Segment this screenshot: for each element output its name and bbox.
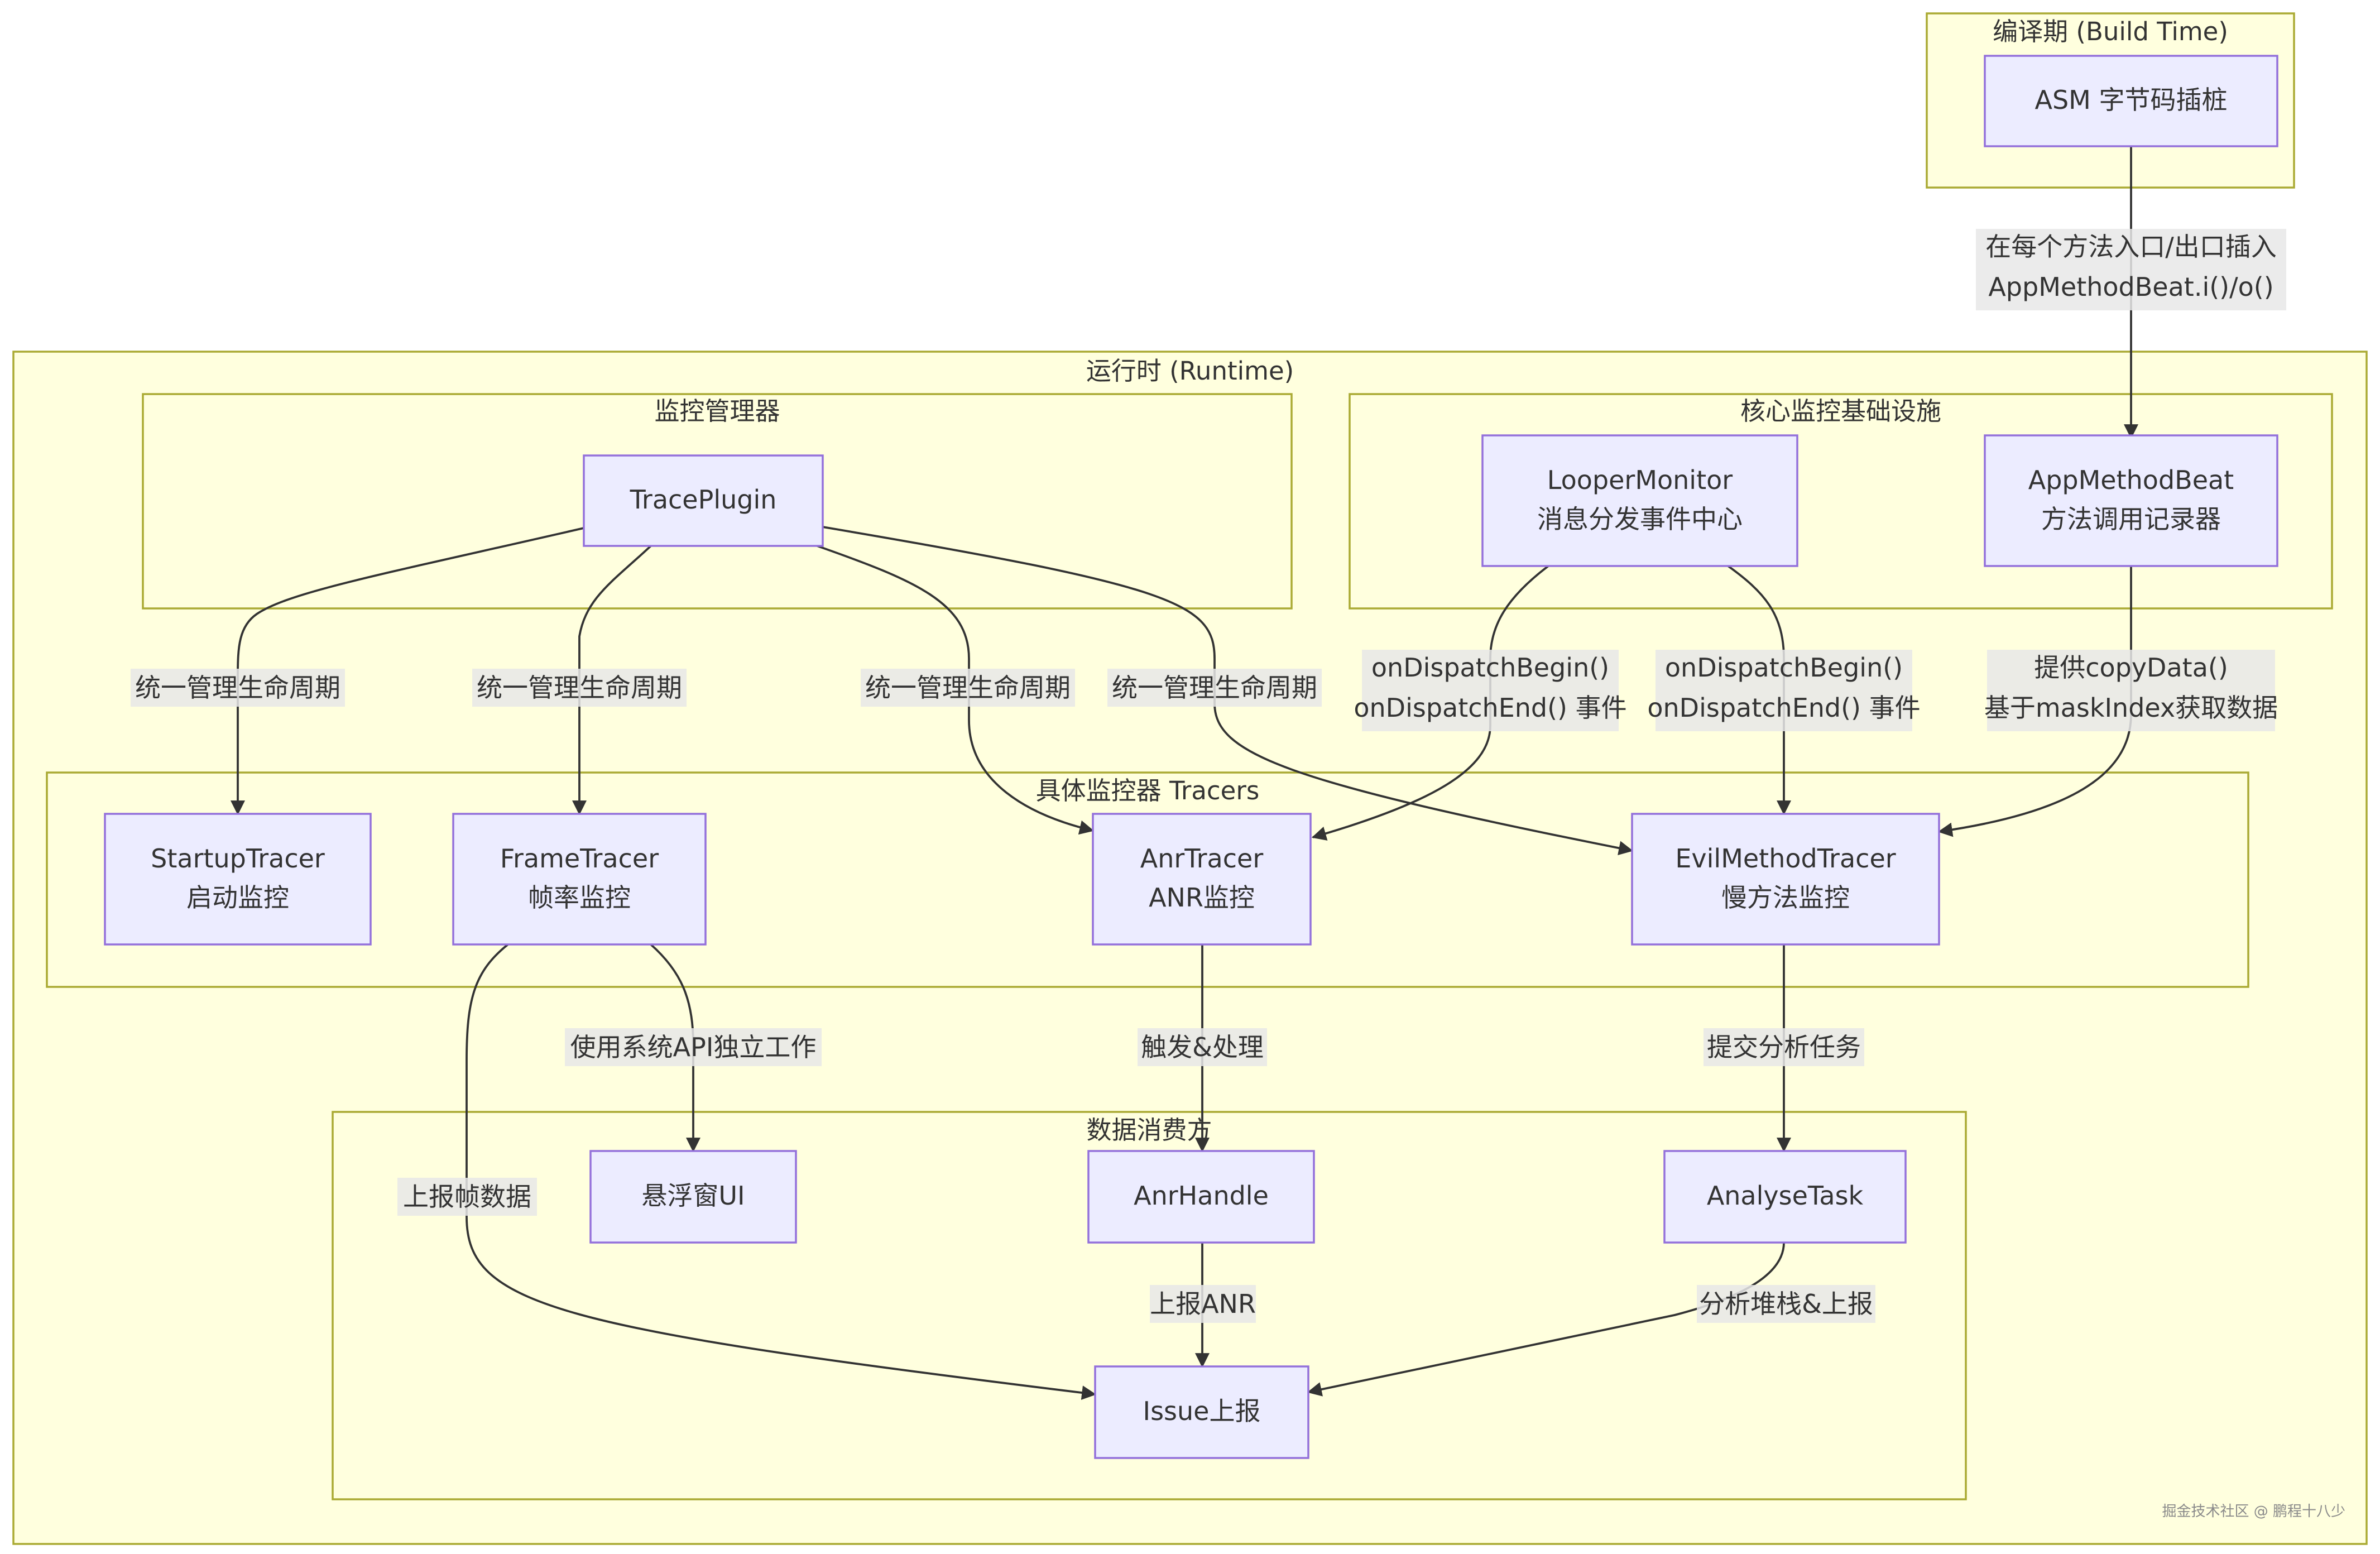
cluster-runtime-title: 运行时 (Runtime) xyxy=(1086,356,1294,386)
edge-label-anrhandle-to-issue: 上报ANR xyxy=(1150,1285,1256,1323)
node-evilmethodtracer[interactable]: EvilMethodTracer 慢方法监控 xyxy=(1631,813,1940,946)
svg-text:方法调用记录器: 方法调用记录器 xyxy=(2041,504,2221,534)
svg-text:统一管理生命周期: 统一管理生命周期 xyxy=(477,673,682,703)
node-issue-report[interactable]: Issue上报 xyxy=(1094,1365,1309,1459)
svg-text:ASM 字节码插桩: ASM 字节码插桩 xyxy=(2035,85,2228,115)
edge-traceplugin-to-startuptracer xyxy=(231,527,584,816)
svg-text:分析堆栈&上报: 分析堆栈&上报 xyxy=(1699,1289,1873,1319)
edge-label-traceplugin-to-frametracer: 统一管理生命周期 xyxy=(472,669,687,707)
svg-text:AnrHandle: AnrHandle xyxy=(1134,1181,1269,1211)
svg-text:AppMethodBeat: AppMethodBeat xyxy=(2028,465,2234,495)
svg-text:StartupTracer: StartupTracer xyxy=(151,843,325,874)
svg-text:Issue上报: Issue上报 xyxy=(1143,1396,1261,1426)
edge-label-asm-to-appmethodbeat: 在每个方法入口/出口插入 AppMethodBeat.i()/o() xyxy=(1976,229,2286,310)
edge-label-traceplugin-to-startuptracer: 统一管理生命周期 xyxy=(131,669,345,707)
node-frametracer[interactable]: FrameTracer 帧率监控 xyxy=(452,813,707,946)
cluster-build-time-title: 编译期 (Build Time) xyxy=(1993,17,2228,46)
svg-text:启动监控: 启动监控 xyxy=(186,882,289,913)
edge-label-analysetask-to-issue: 分析堆栈&上报 xyxy=(1697,1285,1875,1323)
svg-text:提供copyData(): 提供copyData() xyxy=(2034,653,2228,683)
edge-label-frametracer-to-issue: 上报帧数据 xyxy=(397,1178,537,1216)
node-floating-window-ui[interactable]: 悬浮窗UI xyxy=(589,1150,797,1244)
cluster-consumers-title: 数据消费方 xyxy=(1086,1115,1212,1145)
svg-text:上报ANR: 上报ANR xyxy=(1150,1289,1256,1319)
node-loopermonitor[interactable]: LooperMonitor 消息分发事件中心 xyxy=(1481,434,1798,567)
node-startuptracer[interactable]: StartupTracer 启动监控 xyxy=(104,813,372,946)
svg-text:onDispatchEnd() 事件: onDispatchEnd() 事件 xyxy=(1354,693,1626,723)
svg-text:悬浮窗UI: 悬浮窗UI xyxy=(641,1181,745,1211)
node-anrhandle[interactable]: AnrHandle xyxy=(1087,1150,1315,1244)
svg-text:慢方法监控: 慢方法监控 xyxy=(1721,882,1850,913)
svg-text:ANR监控: ANR监控 xyxy=(1149,882,1255,913)
edge-traceplugin-to-frametracer xyxy=(572,545,652,816)
nodes: ASM 字节码插桩 TracePlugin LooperMonitor 消息分发… xyxy=(104,55,2278,1459)
node-asm-bytecode-instrumentation[interactable]: ASM 字节码插桩 xyxy=(1984,55,2278,147)
svg-text:AppMethodBeat.i()/o(): AppMethodBeat.i()/o() xyxy=(1988,272,2273,302)
svg-text:EvilMethodTracer: EvilMethodTracer xyxy=(1675,843,1896,874)
svg-text:在每个方法入口/出口插入: 在每个方法入口/出口插入 xyxy=(1985,232,2277,262)
cluster-core-title: 核心监控基础设施 xyxy=(1740,396,1941,426)
svg-text:触发&处理: 触发&处理 xyxy=(1141,1032,1264,1062)
svg-text:onDispatchBegin(): onDispatchBegin() xyxy=(1371,653,1609,683)
svg-text:统一管理生命周期: 统一管理生命周期 xyxy=(135,673,340,703)
edge-label-traceplugin-to-anrtracer: 统一管理生命周期 xyxy=(861,669,1075,707)
svg-text:消息分发事件中心: 消息分发事件中心 xyxy=(1537,504,1743,534)
node-traceplugin[interactable]: TracePlugin xyxy=(583,454,824,547)
edge-traceplugin-to-anrtracer xyxy=(817,545,1095,835)
edge-label-frametracer-to-floatui: 使用系统API独立工作 xyxy=(565,1028,822,1066)
edge-label-traceplugin-to-evilmethodtracer: 统一管理生命周期 xyxy=(1107,669,1322,707)
edge-label-loopermonitor-to-evilmethodtracer: onDispatchBegin() onDispatchEnd() 事件 xyxy=(1647,650,1921,731)
edge-label-appmethodbeat-to-evilmethodtracer: 提供copyData() 基于maskIndex获取数据 xyxy=(1984,650,2278,731)
edge-analysetask-to-issue xyxy=(1307,1242,1785,1397)
svg-text:LooperMonitor: LooperMonitor xyxy=(1547,465,1733,495)
svg-text:FrameTracer: FrameTracer xyxy=(500,843,659,874)
svg-text:AnalyseTask: AnalyseTask xyxy=(1707,1181,1864,1211)
watermark: 掘金技术社区 @ 鹏程十八少 xyxy=(2162,1503,2345,1520)
edge-appmethodbeat-to-evilmethodtracer xyxy=(1937,566,2132,837)
node-anrtracer[interactable]: AnrTracer ANR监控 xyxy=(1092,813,1312,946)
svg-text:onDispatchEnd() 事件: onDispatchEnd() 事件 xyxy=(1647,693,1920,723)
svg-text:TracePlugin: TracePlugin xyxy=(630,485,777,515)
edges xyxy=(231,146,2138,1400)
svg-text:提交分析任务: 提交分析任务 xyxy=(1707,1032,1861,1062)
edge-label-loopermonitor-to-anrtracer: onDispatchBegin() onDispatchEnd() 事件 xyxy=(1354,650,1627,731)
svg-text:AnrTracer: AnrTracer xyxy=(1140,843,1264,874)
edge-label-anrtracer-to-anrhandle: 触发&处理 xyxy=(1138,1028,1267,1066)
svg-text:统一管理生命周期: 统一管理生命周期 xyxy=(1112,673,1317,703)
edge-frametracer-to-issue xyxy=(466,943,1097,1400)
edge-label-evilmethodtracer-to-analysetask: 提交分析任务 xyxy=(1704,1028,1864,1066)
cluster-manager-title: 监控管理器 xyxy=(654,396,780,426)
svg-text:基于maskIndex获取数据: 基于maskIndex获取数据 xyxy=(1984,693,2278,723)
svg-text:帧率监控: 帧率监控 xyxy=(528,882,631,913)
svg-text:onDispatchBegin(): onDispatchBegin() xyxy=(1665,653,1903,683)
edge-loopermonitor-to-anrtracer xyxy=(1311,565,1549,841)
cluster-tracers-title: 具体监控器 Tracers xyxy=(1036,776,1260,805)
svg-text:使用系统API独立工作: 使用系统API独立工作 xyxy=(570,1032,817,1062)
node-appmethodbeat[interactable]: AppMethodBeat 方法调用记录器 xyxy=(1984,434,2278,567)
svg-text:统一管理生命周期: 统一管理生命周期 xyxy=(865,673,1071,703)
node-analysetask[interactable]: AnalyseTask xyxy=(1663,1150,1907,1244)
edge-labels: 在每个方法入口/出口插入 AppMethodBeat.i()/o() 统一管理生… xyxy=(131,229,2286,1323)
svg-text:上报帧数据: 上报帧数据 xyxy=(403,1182,531,1212)
